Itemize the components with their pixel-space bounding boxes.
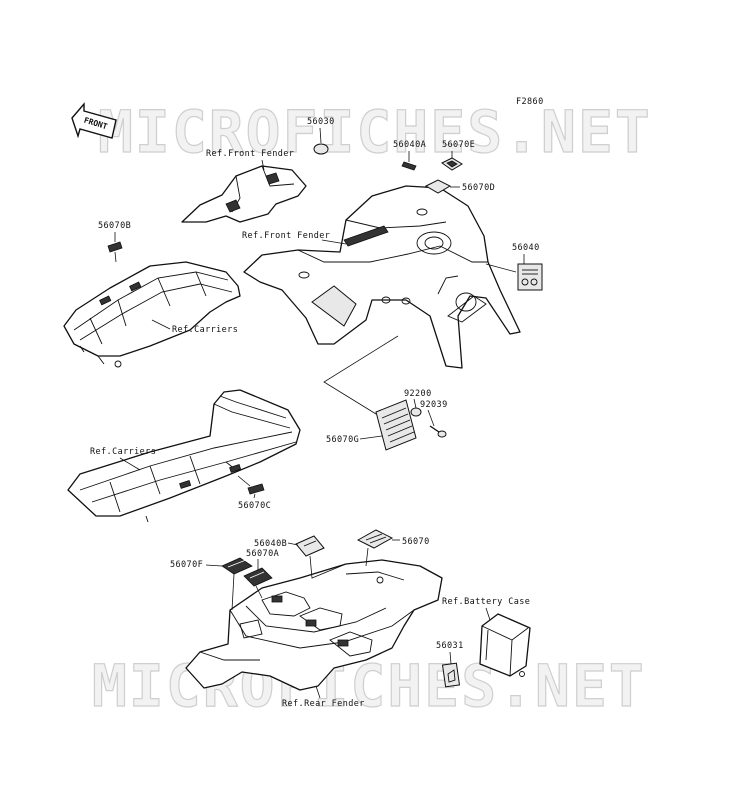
decal-56070A <box>243 567 273 587</box>
figure-code: F2860 <box>516 97 544 107</box>
label-ref-front-fender: Ref.Front Fender <box>242 231 330 241</box>
label-56031: 56031 <box>436 641 464 651</box>
decal-56070B <box>107 241 123 253</box>
decal-56040B <box>295 535 325 557</box>
label-ref-battery-case: Ref.Battery Case <box>442 597 530 607</box>
decal-56070G <box>375 399 417 451</box>
label-56040A: 56040A <box>393 140 426 150</box>
label-ref-carriers-top: Ref.Carriers <box>172 325 238 335</box>
decal-56030 <box>313 143 329 155</box>
decal-56040A <box>401 161 417 171</box>
label-56070D: 56070D <box>462 183 495 193</box>
label-56070A: 56070A <box>246 549 279 559</box>
front-carrier <box>63 261 241 368</box>
front-fender-fragment <box>181 165 307 223</box>
decal-56031 <box>441 662 461 688</box>
label-92039: 92039 <box>420 400 448 410</box>
label-56070B: 56070B <box>98 221 131 231</box>
label-56070C: 56070C <box>238 501 271 511</box>
front-arrow-icon: FRONT <box>71 102 117 139</box>
watermark-top: MICROFICHES.NET <box>98 98 652 166</box>
watermark-bottom: MICROFICHES.NET <box>92 652 646 720</box>
label-ref-front-fender-top: Ref.Front Fender <box>206 149 294 159</box>
front-fender <box>243 185 521 369</box>
decal-56070F <box>221 557 253 575</box>
label-56040B: 56040B <box>254 539 287 549</box>
label-56070E: 56070E <box>442 140 475 150</box>
rear-fender <box>185 559 443 691</box>
decal-56070C <box>247 483 265 495</box>
label-56040: 56040 <box>512 243 540 253</box>
decal-56070D <box>424 179 452 194</box>
label-92200: 92200 <box>404 389 432 399</box>
label-56070F: 56070F <box>170 560 203 570</box>
label-56030: 56030 <box>307 117 335 127</box>
decal-56070 <box>356 529 394 549</box>
rear-carrier <box>67 389 301 523</box>
label-ref-rear-fender: Ref.Rear Fender <box>282 699 365 709</box>
label-ref-carriers-bottom: Ref.Carriers <box>90 447 156 457</box>
screw-92039 <box>429 425 447 438</box>
label-56070: 56070 <box>402 537 430 547</box>
battery-case <box>479 613 531 677</box>
decal-56040 <box>517 263 543 291</box>
label-56070G: 56070G <box>326 435 359 445</box>
